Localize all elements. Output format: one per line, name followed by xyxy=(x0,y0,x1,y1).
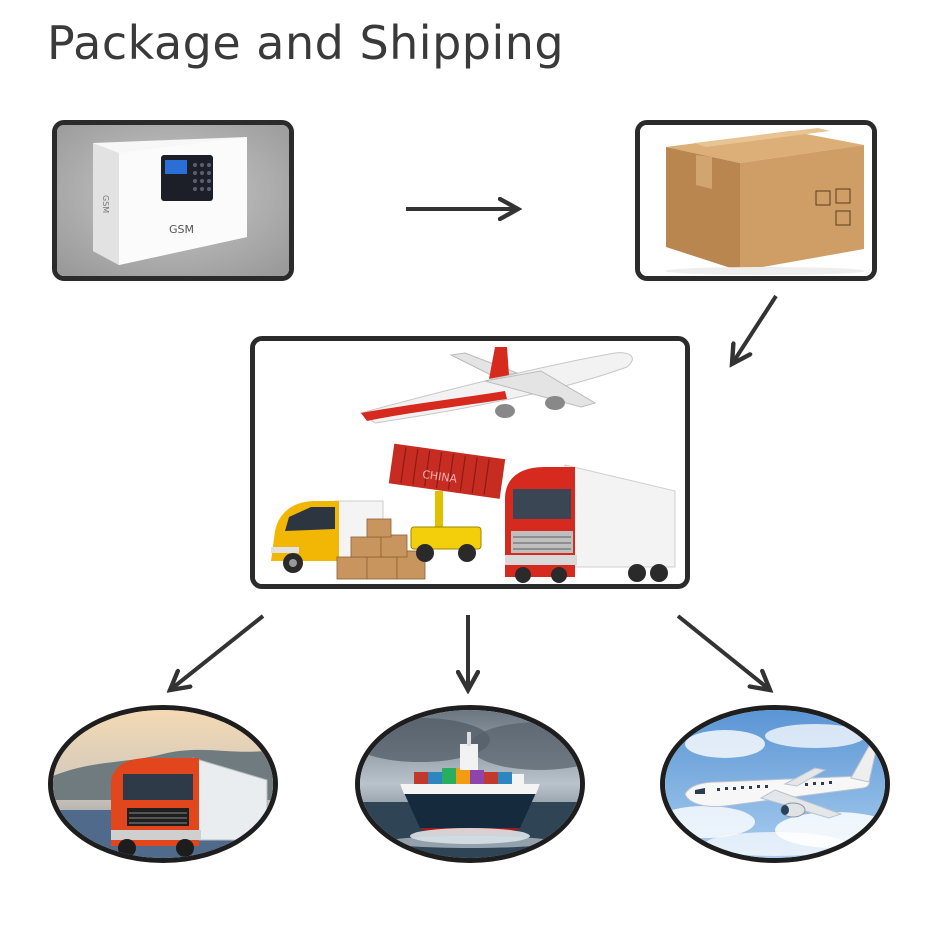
shipping-carton-frame xyxy=(635,120,877,281)
product-box-image: GSM GSM xyxy=(57,125,289,276)
page-title: Package and Shipping xyxy=(47,16,565,70)
arrow-hub-to-truck xyxy=(170,614,265,690)
arrow-hub-to-plane xyxy=(676,614,770,690)
logistics-hub-frame: CHINA xyxy=(250,336,690,589)
method-truck-oval xyxy=(48,705,278,863)
container-text: CHINA xyxy=(421,468,458,486)
hub-van xyxy=(271,500,384,573)
method-ship-image xyxy=(360,710,580,858)
method-plane-oval xyxy=(660,705,890,863)
method-plane-image xyxy=(665,710,885,858)
method-ship-oval xyxy=(355,705,585,863)
arrow-carton-to-hub xyxy=(732,294,778,364)
product-box-frame: GSM GSM xyxy=(52,120,294,281)
logistics-hub-image: CHINA xyxy=(255,341,685,584)
hub-container-loader: CHINA xyxy=(388,443,506,562)
method-truck-image xyxy=(53,710,273,858)
product-brand-text: GSM xyxy=(169,223,194,236)
product-side-text: GSM xyxy=(101,195,110,213)
hub-airplane xyxy=(359,347,633,424)
ship-containers xyxy=(414,768,524,784)
shipping-carton-image xyxy=(640,125,872,276)
hub-boxes xyxy=(336,518,426,580)
hub-semi-truck xyxy=(505,464,676,583)
